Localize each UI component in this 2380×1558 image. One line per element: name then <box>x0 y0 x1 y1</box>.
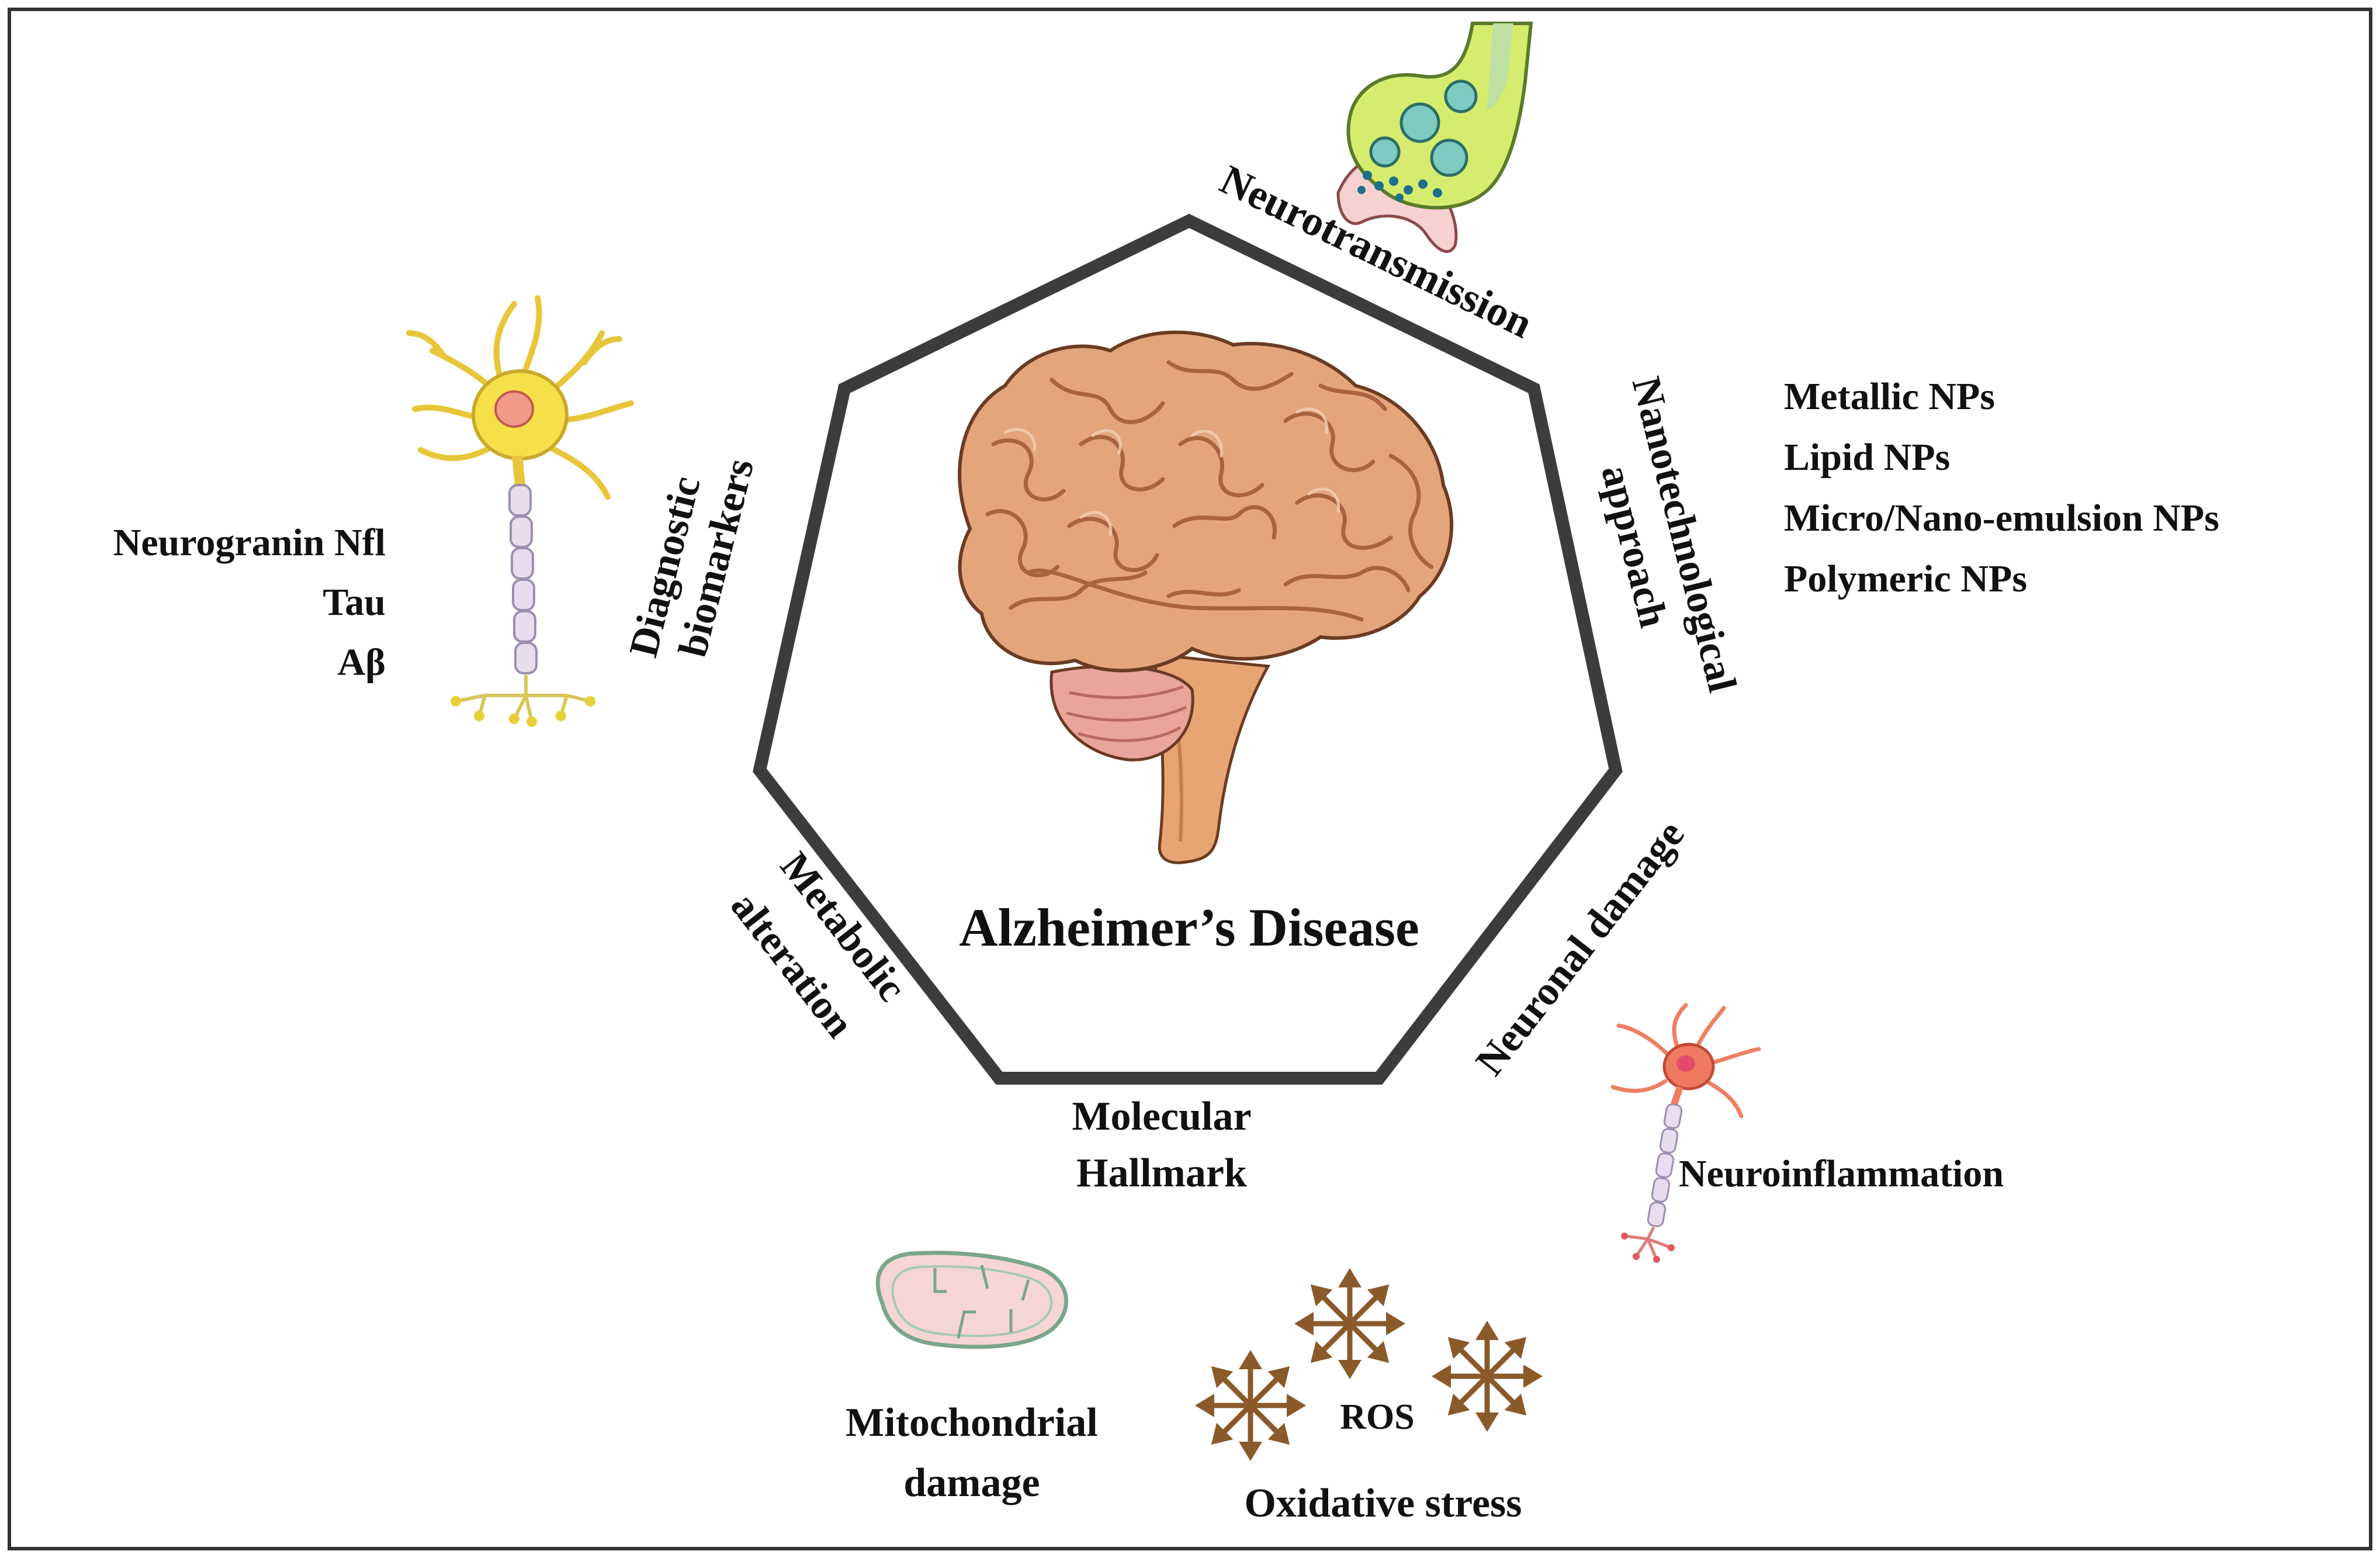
nanoparticle-item: Lipid NPs <box>1784 436 1950 479</box>
nanoparticle-item: Micro/Nano-emulsion NPs <box>1784 497 2219 539</box>
ros-star-icon <box>1432 1321 1543 1432</box>
ros-star-icon <box>1294 1268 1405 1379</box>
nanoparticle-item: Metallic NPs <box>1784 375 1995 418</box>
heptagon-outline <box>753 213 1623 1085</box>
brain-icon <box>958 330 1454 864</box>
biomarker-item: Tau <box>323 581 386 624</box>
synapse-icon <box>1336 22 1533 253</box>
ros-star-icon <box>1195 1350 1306 1461</box>
nanoparticle-item: Polymeric NPs <box>1784 558 2027 600</box>
label-molecular: Molecular <box>1072 1094 1251 1139</box>
label-ros: ROS <box>1340 1397 1414 1437</box>
label-neuroinflammation: Neuroinflammation <box>1679 1152 2004 1195</box>
label-damage: damage <box>903 1460 1040 1505</box>
mitochondria-icon <box>875 1251 1069 1349</box>
ros-icons <box>1195 1268 1543 1461</box>
label-hallmark: Hallmark <box>1076 1151 1247 1196</box>
center-title: Alzheimer’s Disease <box>959 898 1419 957</box>
label-oxidative-stress: Oxidative stress <box>1244 1481 1522 1526</box>
neuron-red-icon <box>1610 1003 1761 1263</box>
biomarker-item: Aβ <box>338 641 386 684</box>
neuron-yellow-icon <box>406 295 634 727</box>
label-mitochondrial: Mitochondrial <box>846 1400 1098 1445</box>
biomarker-item: Neurogranin Nfl <box>113 521 386 564</box>
